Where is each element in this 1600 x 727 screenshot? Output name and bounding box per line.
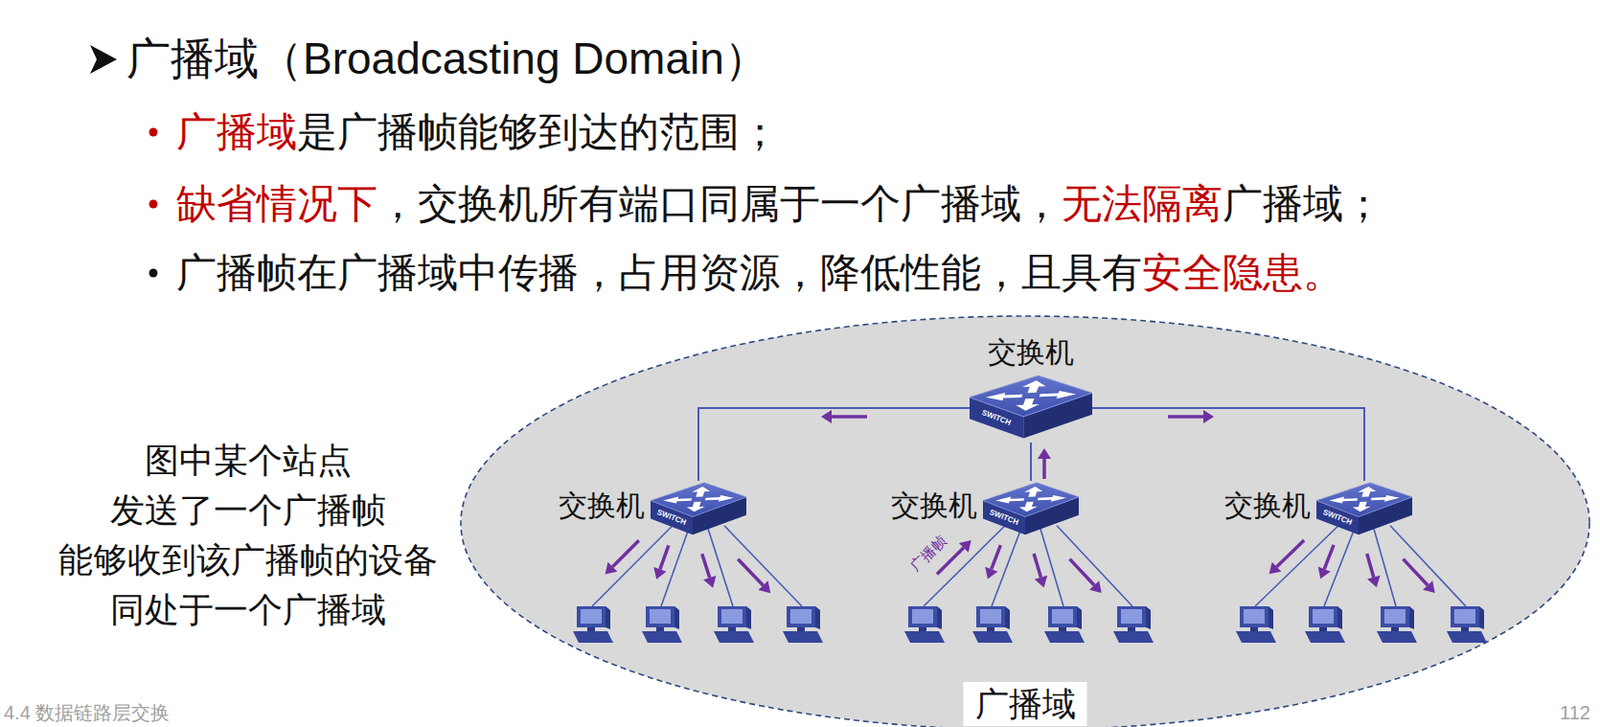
- pc-icon: [972, 606, 1013, 643]
- page-title: 广播域（Broadcasting Domain）: [126, 31, 769, 86]
- broadcast-arrowhead: [821, 410, 832, 424]
- broadcast-arrowhead: [703, 575, 716, 589]
- bullet-line: 广播域是广播帧能够到达的范围；: [176, 107, 780, 158]
- bullet-text: 是广播帧能够到达的范围；: [297, 107, 780, 158]
- broadcast-arrowhead: [653, 567, 666, 580]
- bullet-dot: [149, 269, 159, 278]
- broadcast-arrow: [737, 559, 763, 586]
- domain-label: 广播域: [963, 682, 1088, 727]
- switch-node: 交换机SWITCH: [558, 480, 747, 539]
- pc-icon: [904, 606, 945, 643]
- wire: [1255, 525, 1339, 607]
- bullet-line: 缺省情况下，交换机所有端口同属于一个广播域，无法隔离广播域；: [176, 179, 1384, 229]
- broadcast-arrow: [660, 545, 669, 570]
- pc-icon: [1113, 606, 1154, 643]
- wire: [707, 525, 733, 607]
- broadcast-arrowhead: [1037, 448, 1052, 459]
- connector: [698, 408, 970, 481]
- broadcast-arrow: [1167, 414, 1204, 419]
- broadcast-arrowhead: [758, 580, 772, 594]
- bullet-dot: [149, 200, 159, 209]
- switch-label: 交换机: [891, 488, 978, 524]
- broadcast-arrowhead: [1269, 562, 1282, 575]
- pc-icon: [1376, 606, 1418, 643]
- broadcast-arrowhead: [1422, 580, 1436, 594]
- wire: [1056, 525, 1133, 607]
- pc-icon: [1044, 606, 1085, 643]
- bullet-text: 广播域: [176, 107, 298, 158]
- pc-icon: [1446, 606, 1487, 643]
- bullet-text: 无法隔离: [1061, 179, 1223, 229]
- switch-node: 交换机SWITCH: [1224, 480, 1413, 539]
- wire: [1372, 525, 1396, 607]
- switch-icon: [969, 373, 1093, 443]
- title-marker: [90, 45, 117, 74]
- bullet-dot: [149, 128, 159, 138]
- broadcast-arrowhead: [605, 562, 618, 575]
- pc-icon: [1235, 606, 1277, 643]
- broadcast-arrow: [991, 545, 1002, 570]
- broadcast-arrowhead: [1318, 567, 1331, 580]
- note-text: 同处于一个广播域: [8, 589, 488, 632]
- bullet-text: 安全隐患。: [1142, 248, 1344, 298]
- bullet-text: 缺省情况下: [176, 179, 378, 229]
- wire: [724, 525, 802, 607]
- switch-node: 交换机SWITCH: [969, 335, 1093, 443]
- broadcast-arrow: [702, 553, 710, 578]
- broadcast-arrow: [1367, 553, 1374, 578]
- broadcast-arrow: [1069, 559, 1095, 586]
- switch-label: 交换机: [987, 335, 1075, 370]
- switch-node: 交换机SWITCH: [891, 480, 1079, 539]
- broadcast-arrowhead: [1089, 580, 1102, 594]
- broadcast-arrow: [1042, 458, 1047, 480]
- wire: [1324, 525, 1356, 607]
- wire: [661, 525, 690, 607]
- switch-label: 交换机: [558, 488, 645, 524]
- wire: [1039, 525, 1064, 607]
- broadcast-arrowhead: [1203, 410, 1214, 424]
- connector: [1092, 408, 1365, 481]
- wire: [592, 525, 673, 607]
- page-number: 112: [1559, 701, 1591, 725]
- pc-icon: [641, 606, 683, 643]
- broadcast-domain: 广播域 交换机SWITCH 交换机SWITCH 交换机SWITCH 交换机SWITCH: [458, 314, 1592, 727]
- bullet-text: 广播域；: [1222, 179, 1384, 229]
- broadcast-arrow: [1277, 540, 1305, 568]
- footer-text: 4.4 数据链路层交换: [3, 701, 170, 725]
- pc-icon: [782, 606, 823, 643]
- note-text: 图中某个站点: [8, 439, 488, 482]
- broadcast-arrowhead: [1034, 575, 1048, 589]
- note-text: 发送了一个广播帧: [8, 489, 488, 532]
- connector: [1029, 442, 1032, 481]
- switch-label: 交换机: [1224, 488, 1311, 524]
- bullet-text: ，交换机所有端口同属于一个广播域，: [377, 179, 1062, 229]
- broadcast-arrowhead: [984, 567, 998, 580]
- pc-icon: [572, 606, 614, 643]
- pc-icon: [1304, 606, 1346, 643]
- pc-icon: [713, 606, 755, 643]
- broadcast-arrow: [831, 414, 868, 419]
- broadcast-arrow: [1324, 545, 1334, 570]
- broadcast-arrow: [612, 540, 640, 568]
- broadcast-arrowhead: [959, 540, 972, 553]
- wire: [991, 525, 1023, 607]
- wire: [1390, 525, 1466, 607]
- note-text: 能够收到该广播帧的设备: [8, 539, 488, 582]
- broadcast-arrowhead: [1367, 575, 1380, 588]
- bullet-line: 广播帧在广播域中传播，占用资源，降低性能，且具有安全隐患。: [176, 248, 1344, 298]
- broadcast-arrow: [1402, 559, 1428, 586]
- broadcast-arrow: [1033, 553, 1041, 578]
- bullet-text: 广播帧在广播域中传播，占用资源，降低性能，且具有: [176, 248, 1143, 298]
